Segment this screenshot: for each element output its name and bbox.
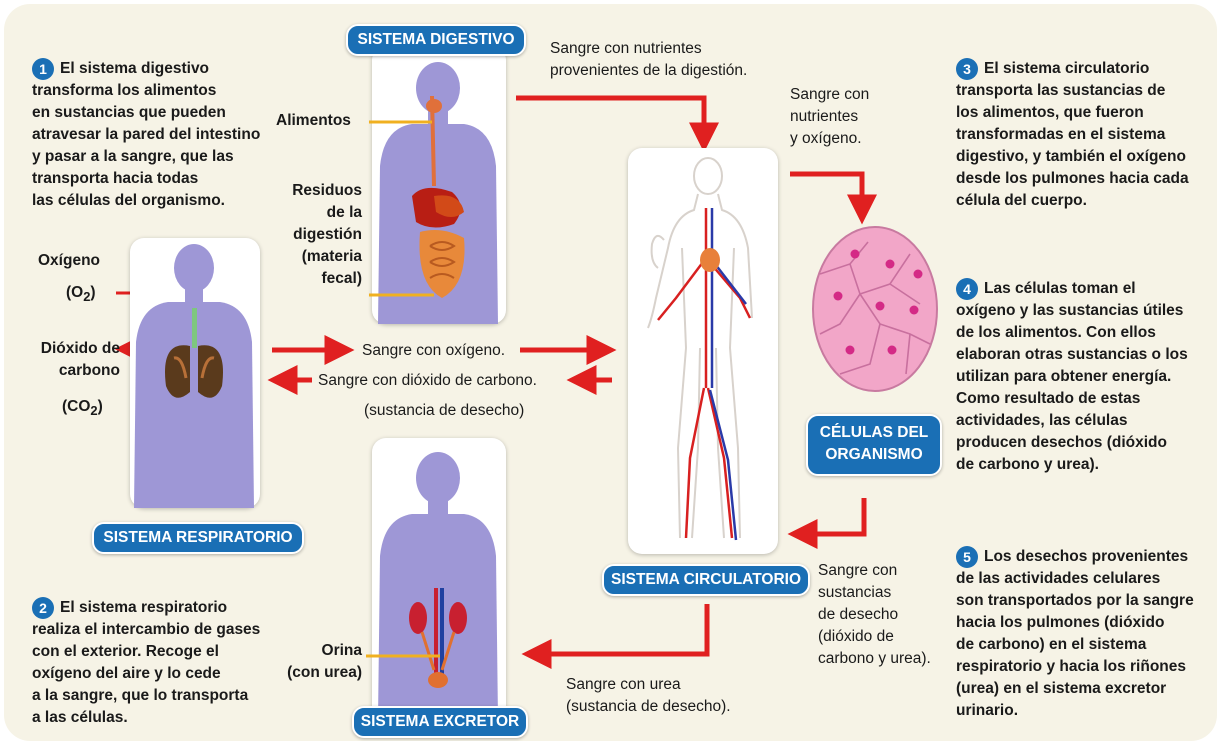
orina-label: Orina (con urea): [287, 642, 362, 681]
o2-prefix: (O: [66, 284, 84, 301]
label-sistema-digestivo: SISTEMA DIGESTIVO: [346, 24, 526, 56]
o2-subscript: 2: [83, 289, 91, 305]
co2-prefix: (CO: [62, 398, 91, 415]
co2-subscript: 2: [90, 403, 98, 419]
o2-suffix: ): [90, 284, 96, 301]
arrow-nutrients: [516, 95, 719, 153]
step2-number-badge: 2: [32, 597, 54, 619]
excretor-card: [372, 438, 506, 720]
o2-formula: (O2): [66, 282, 126, 308]
step4-number-badge: 4: [956, 278, 978, 300]
step3-text: El sistema circulatorio transporta las s…: [956, 60, 1189, 209]
pointer-orina-svg: [366, 654, 440, 658]
step4-text: Las células toman el oxígeno y las susta…: [956, 280, 1188, 473]
step3-number-badge: 3: [956, 58, 978, 80]
step2-text: El sistema respiratorio realiza el inter…: [32, 599, 261, 726]
step5-text: Los desechos provenientes de las activid…: [956, 548, 1194, 719]
alimentos-label: Alimentos: [276, 112, 351, 129]
flow-sustancia-desecho: (sustancia de desecho): [364, 402, 525, 419]
flow-con-urea: Sangre con urea (sustancia de desecho).: [566, 676, 731, 715]
step1-text: El sistema digestivo transforma los alim…: [32, 60, 261, 209]
label-celulas-organismo: CÉLULAS DEL ORGANISMO: [806, 414, 942, 476]
circulatory-card: [628, 148, 778, 554]
flow-arrows: [114, 95, 877, 669]
pointers-digestive: [369, 120, 434, 297]
circulatory-body-illustration: [647, 157, 753, 541]
respiratory-card: [130, 238, 260, 508]
label-sistema-circulatorio: SISTEMA CIRCULATORIO: [602, 564, 810, 596]
co2-formula: (CO2): [62, 396, 122, 422]
flow-con-dioxido: Sangre con dióxido de carbono.: [318, 372, 537, 389]
arrow-to-cells: [790, 171, 877, 225]
flow-desechos: Sangre con sustancias de desecho (dióxid…: [818, 562, 931, 667]
arrow-waste: [787, 498, 867, 549]
residuos-label: Residuos de la digestión (materia fecal): [292, 182, 362, 287]
label-sistema-respiratorio: SISTEMA RESPIRATORIO: [92, 522, 304, 554]
flow-nutrientes-oxigeno: Sangre con nutrientes y oxígeno.: [790, 86, 870, 147]
respiratory-body-illustration: [134, 244, 254, 508]
dioxido-label: Dióxido de carbono: [40, 340, 120, 379]
label-sistema-excretor: SISTEMA EXCRETOR: [352, 706, 528, 738]
co2-suffix: ): [97, 398, 103, 415]
step5-number-badge: 5: [956, 546, 978, 568]
cells-illustration: [812, 226, 938, 392]
arrow-urea: [521, 604, 710, 669]
flow-con-oxigeno: Sangre con oxígeno.: [362, 342, 506, 359]
oxigeno-label: Oxígeno: [38, 252, 101, 269]
digestive-card: [372, 46, 506, 324]
excretor-body-illustration: [378, 452, 498, 720]
digestive-body-illustration: [378, 62, 498, 324]
flow-nutrientes: Sangre con nutrientes provenientes de la…: [550, 40, 748, 79]
step1-number-badge: 1: [32, 58, 54, 80]
